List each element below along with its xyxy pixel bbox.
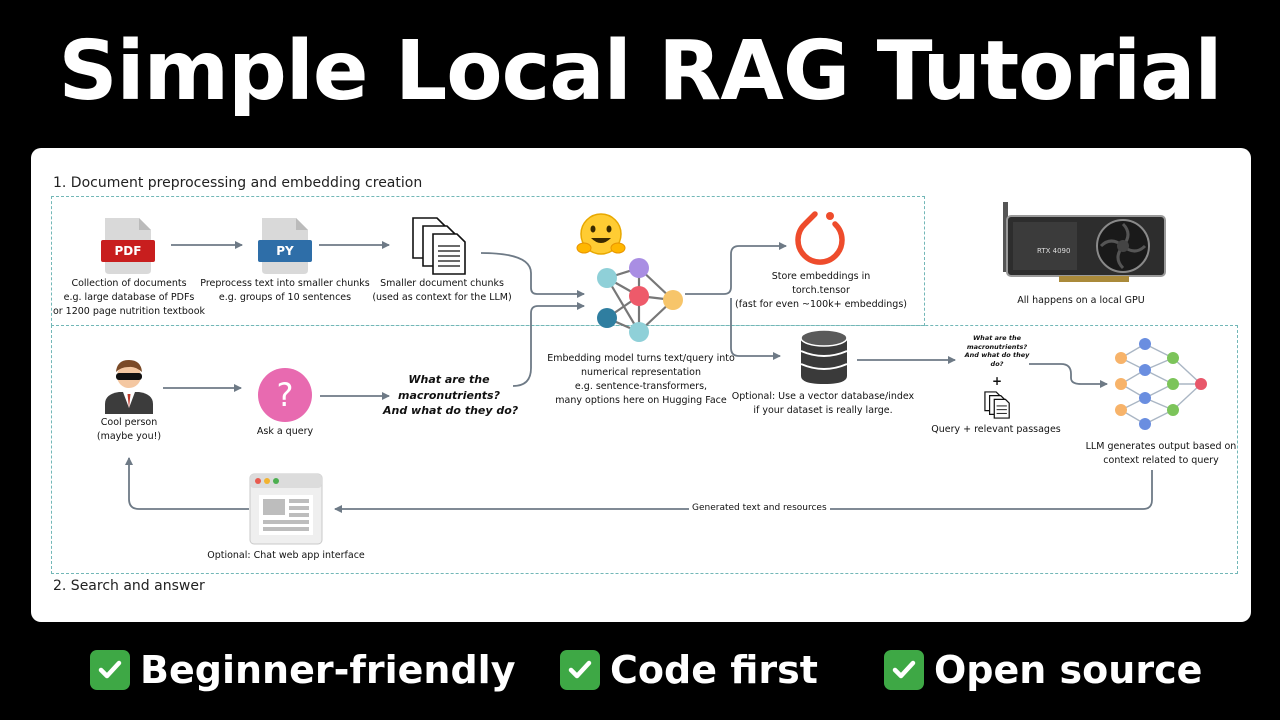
arrow-llm-to-app <box>334 470 1153 513</box>
person-avatar-icon <box>101 356 157 418</box>
checkmark-icon <box>90 650 130 690</box>
preprocess-caption: Preprocess text into smaller chunks e.g.… <box>200 278 370 303</box>
badge-label: Code first <box>610 648 818 692</box>
question-mark-icon: ? <box>258 368 312 426</box>
gpu-card-icon <box>999 202 1169 292</box>
embedding-model-network-icon <box>591 256 691 350</box>
python-file-icon <box>258 218 312 278</box>
checkmark-icon <box>560 650 600 690</box>
arrow-chunks-to-embed <box>480 252 585 298</box>
plus-sign: + <box>991 374 1003 388</box>
ask-query-caption: Ask a query <box>256 426 314 437</box>
generated-label: Generated text and resources <box>689 503 830 513</box>
gpu-caption: All happens on a local GPU <box>1017 295 1145 306</box>
badge-label: Beginner-friendly <box>140 648 516 692</box>
gpu-model-label: RTX 4090 <box>1037 247 1071 255</box>
document-stack-icon <box>411 216 471 280</box>
query-text: What are the macronutrients? And what do… <box>383 373 519 417</box>
hugging-face-icon <box>575 212 627 266</box>
arrow-embed-to-store <box>685 242 787 295</box>
section-title-preprocess: 1. Document preprocessing and embedding … <box>53 175 423 191</box>
section-title-search: 2. Search and answer <box>53 578 205 594</box>
chat-web-app-icon <box>249 473 323 549</box>
mini-query-text: What are the macronutrients? And what do… <box>964 334 1030 368</box>
page-title: Simple Local RAG Tutorial <box>58 24 1222 119</box>
feature-badges: Beginner-friendly Code first Open source <box>0 640 1280 700</box>
arrow-embed-to-db <box>730 298 781 360</box>
embedding-model-caption: Embedding model turns text/query into nu… <box>547 353 735 406</box>
vector-database-caption: Optional: Use a vector database/index if… <box>731 391 915 416</box>
checkmark-icon <box>884 650 924 690</box>
pdf-file-icon <box>101 218 155 278</box>
documents-caption: Collection of documents e.g. large datab… <box>52 278 206 317</box>
store-embeddings-caption: Store embeddings in torch.tensor (fast f… <box>735 271 907 310</box>
pytorch-icon <box>795 206 847 272</box>
flow-arrows <box>125 241 1153 513</box>
person-caption: Cool person (maybe you!) <box>96 417 162 442</box>
passages-stack-icon <box>984 391 1012 423</box>
arrow-app-to-person <box>125 457 249 510</box>
arrow-query-to-llm <box>1029 363 1108 388</box>
llm-network-icon <box>1111 336 1211 438</box>
badge-open-source: Open source <box>884 640 1202 700</box>
pdf-icon-label: PDF <box>114 244 142 258</box>
llm-caption: LLM generates output based on context re… <box>1085 441 1237 466</box>
svg-text:?: ? <box>277 376 294 414</box>
web-app-caption: Optional: Chat web app interface <box>207 550 365 561</box>
vector-database-icon <box>797 328 851 390</box>
badge-label: Open source <box>934 648 1203 692</box>
diagram-card: 1. Document preprocessing and embedding … <box>31 148 1251 622</box>
badge-code-first: Code first <box>560 640 818 700</box>
chunks-caption: Smaller document chunks (used as context… <box>372 278 512 303</box>
query-passages-caption: Query + relevant passages <box>931 424 1061 435</box>
arrow-query-to-embed <box>512 302 585 387</box>
py-icon-label: PY <box>276 244 294 258</box>
badge-beginner-friendly: Beginner-friendly <box>90 640 515 700</box>
